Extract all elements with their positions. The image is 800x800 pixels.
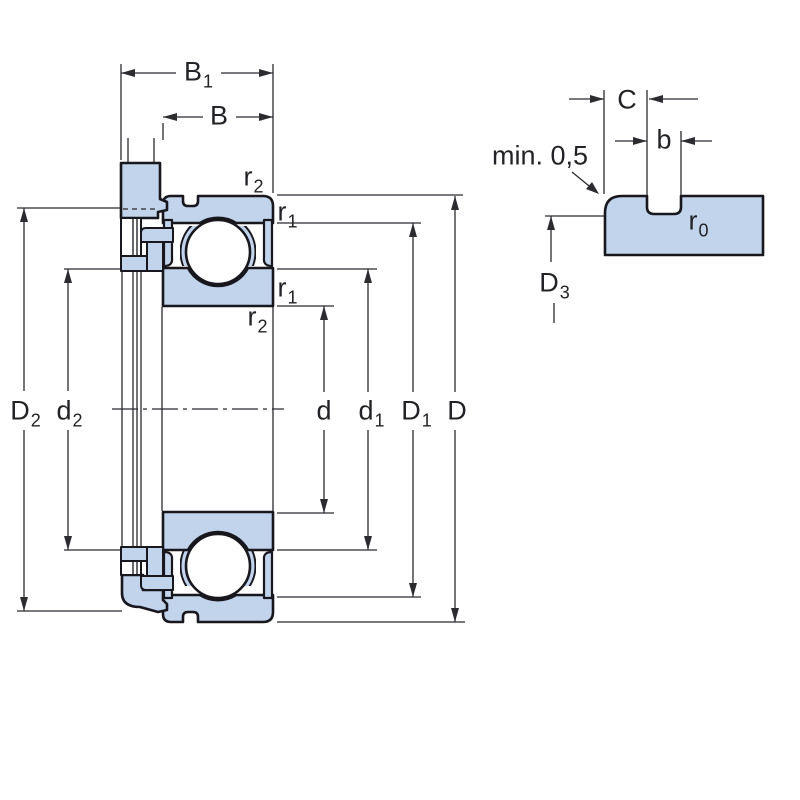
shield-top-right	[262, 218, 274, 268]
snap-ring-top	[119, 161, 169, 220]
seal-leg-top	[146, 241, 164, 272]
ball-top	[184, 218, 252, 286]
dim-label-D1: D1	[401, 395, 432, 431]
seal-bracket-top	[140, 227, 174, 243]
seal-leg-bottom	[146, 546, 164, 577]
dim-label-D2: D2	[10, 395, 41, 431]
groove-detail-view	[603, 194, 765, 257]
dimension-lines	[17, 64, 712, 623]
dim-label-D: D	[447, 395, 467, 426]
dim-label-B1: B1	[183, 56, 214, 92]
flinger-fold-bottom	[120, 560, 142, 576]
flinger-foot-bottom	[120, 546, 149, 562]
outer-ring-top	[161, 194, 275, 225]
dim-label-B: B	[209, 100, 229, 131]
dim-label-r0: r0	[688, 205, 709, 241]
dim-label-min05: min. 0,5	[492, 140, 589, 171]
dimension-arrowheads	[20, 69, 695, 622]
dim-label-D3: D3	[539, 267, 570, 303]
dim-label-b: b	[656, 124, 672, 155]
dim-label-r2-top: r2	[243, 161, 264, 197]
dim-label-r2-bottom: r2	[247, 301, 268, 337]
dim-label-r1-top: r1	[277, 196, 298, 232]
inner-ring-bottom	[161, 510, 275, 552]
seal-bracket-bottom	[140, 575, 174, 591]
dim-label-r1-bottom: r1	[277, 272, 298, 308]
bearing-cross-section	[119, 161, 275, 624]
flinger-fold-top	[120, 217, 142, 257]
snap-ring-bottom	[120, 573, 169, 614]
ball-bottom	[184, 532, 252, 600]
shield-bottom-right	[262, 550, 274, 600]
dim-label-d: d	[316, 395, 332, 426]
inner-ring-top	[161, 266, 275, 308]
dim-label-C: C	[617, 84, 637, 115]
dim-label-d2: d2	[56, 395, 83, 431]
outer-ring-bottom	[161, 593, 275, 624]
outer-ring-groove-detail	[603, 194, 765, 257]
flinger-foot-top	[120, 255, 149, 272]
dim-label-d1: d1	[358, 395, 385, 431]
